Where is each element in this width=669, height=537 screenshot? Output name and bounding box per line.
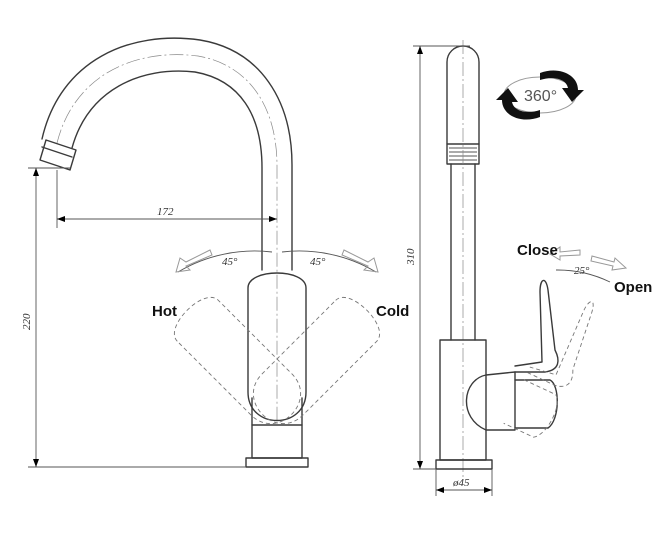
spout-inner-curve (71, 70, 263, 271)
outlet-height-value: 220 (21, 313, 33, 330)
side-view: 25° Close Open 310 ø45 360° (405, 40, 652, 496)
cold-angle-arc (281, 250, 377, 273)
rotation-label: 360° (524, 88, 557, 105)
reach-value: 172 (157, 206, 174, 218)
dia-arrow-left (436, 487, 444, 493)
hot-label: Hot (152, 303, 177, 320)
rotation-symbol: 360° (496, 70, 584, 120)
side-cartridge (465, 371, 516, 431)
spout-outer-curve (41, 37, 293, 271)
total-height-value: 310 (405, 248, 417, 266)
open-angle-label: 25° (574, 265, 590, 277)
hot-arrow (175, 249, 213, 273)
cold-label: Cold (376, 303, 409, 320)
total-arrow-bottom (417, 461, 423, 469)
ghost-handle-cold (252, 297, 380, 425)
side-ghost-handle-open (503, 301, 594, 438)
open-label: Open (614, 279, 652, 296)
rotation-arrow-bottom (496, 88, 540, 120)
ghost-handle-hot (174, 297, 302, 425)
reach-arrow-right (269, 216, 277, 222)
front-base (245, 457, 309, 468)
side-handle-grip (514, 379, 558, 429)
side-handle-lever (514, 279, 559, 373)
base-diameter-value: ø45 (452, 477, 470, 489)
close-label: Close (517, 242, 558, 259)
spout-centerline (56, 54, 278, 420)
aerator-tip (39, 139, 77, 171)
outlet-arrow-top (33, 168, 39, 176)
close-arrow (549, 246, 581, 261)
side-spout-lower (450, 163, 476, 341)
reach-arrow-left (57, 216, 65, 222)
aerator-ring (41, 146, 73, 158)
open-angle-arc (555, 269, 611, 283)
outlet-arrow-bottom (33, 459, 39, 467)
cold-arrow (341, 249, 379, 273)
open-arrow (590, 255, 628, 271)
side-base (435, 459, 493, 470)
front-view: 45° 45° Hot Cold 172 220 (21, 37, 409, 468)
cold-angle-label: 45° (310, 256, 326, 268)
total-arrow-top (417, 46, 423, 54)
hot-angle-label: 45° (222, 256, 238, 268)
front-handle (247, 272, 307, 422)
rotation-arrow-top (540, 70, 584, 102)
dia-arrow-right (484, 487, 492, 493)
hot-angle-arc (177, 250, 273, 273)
